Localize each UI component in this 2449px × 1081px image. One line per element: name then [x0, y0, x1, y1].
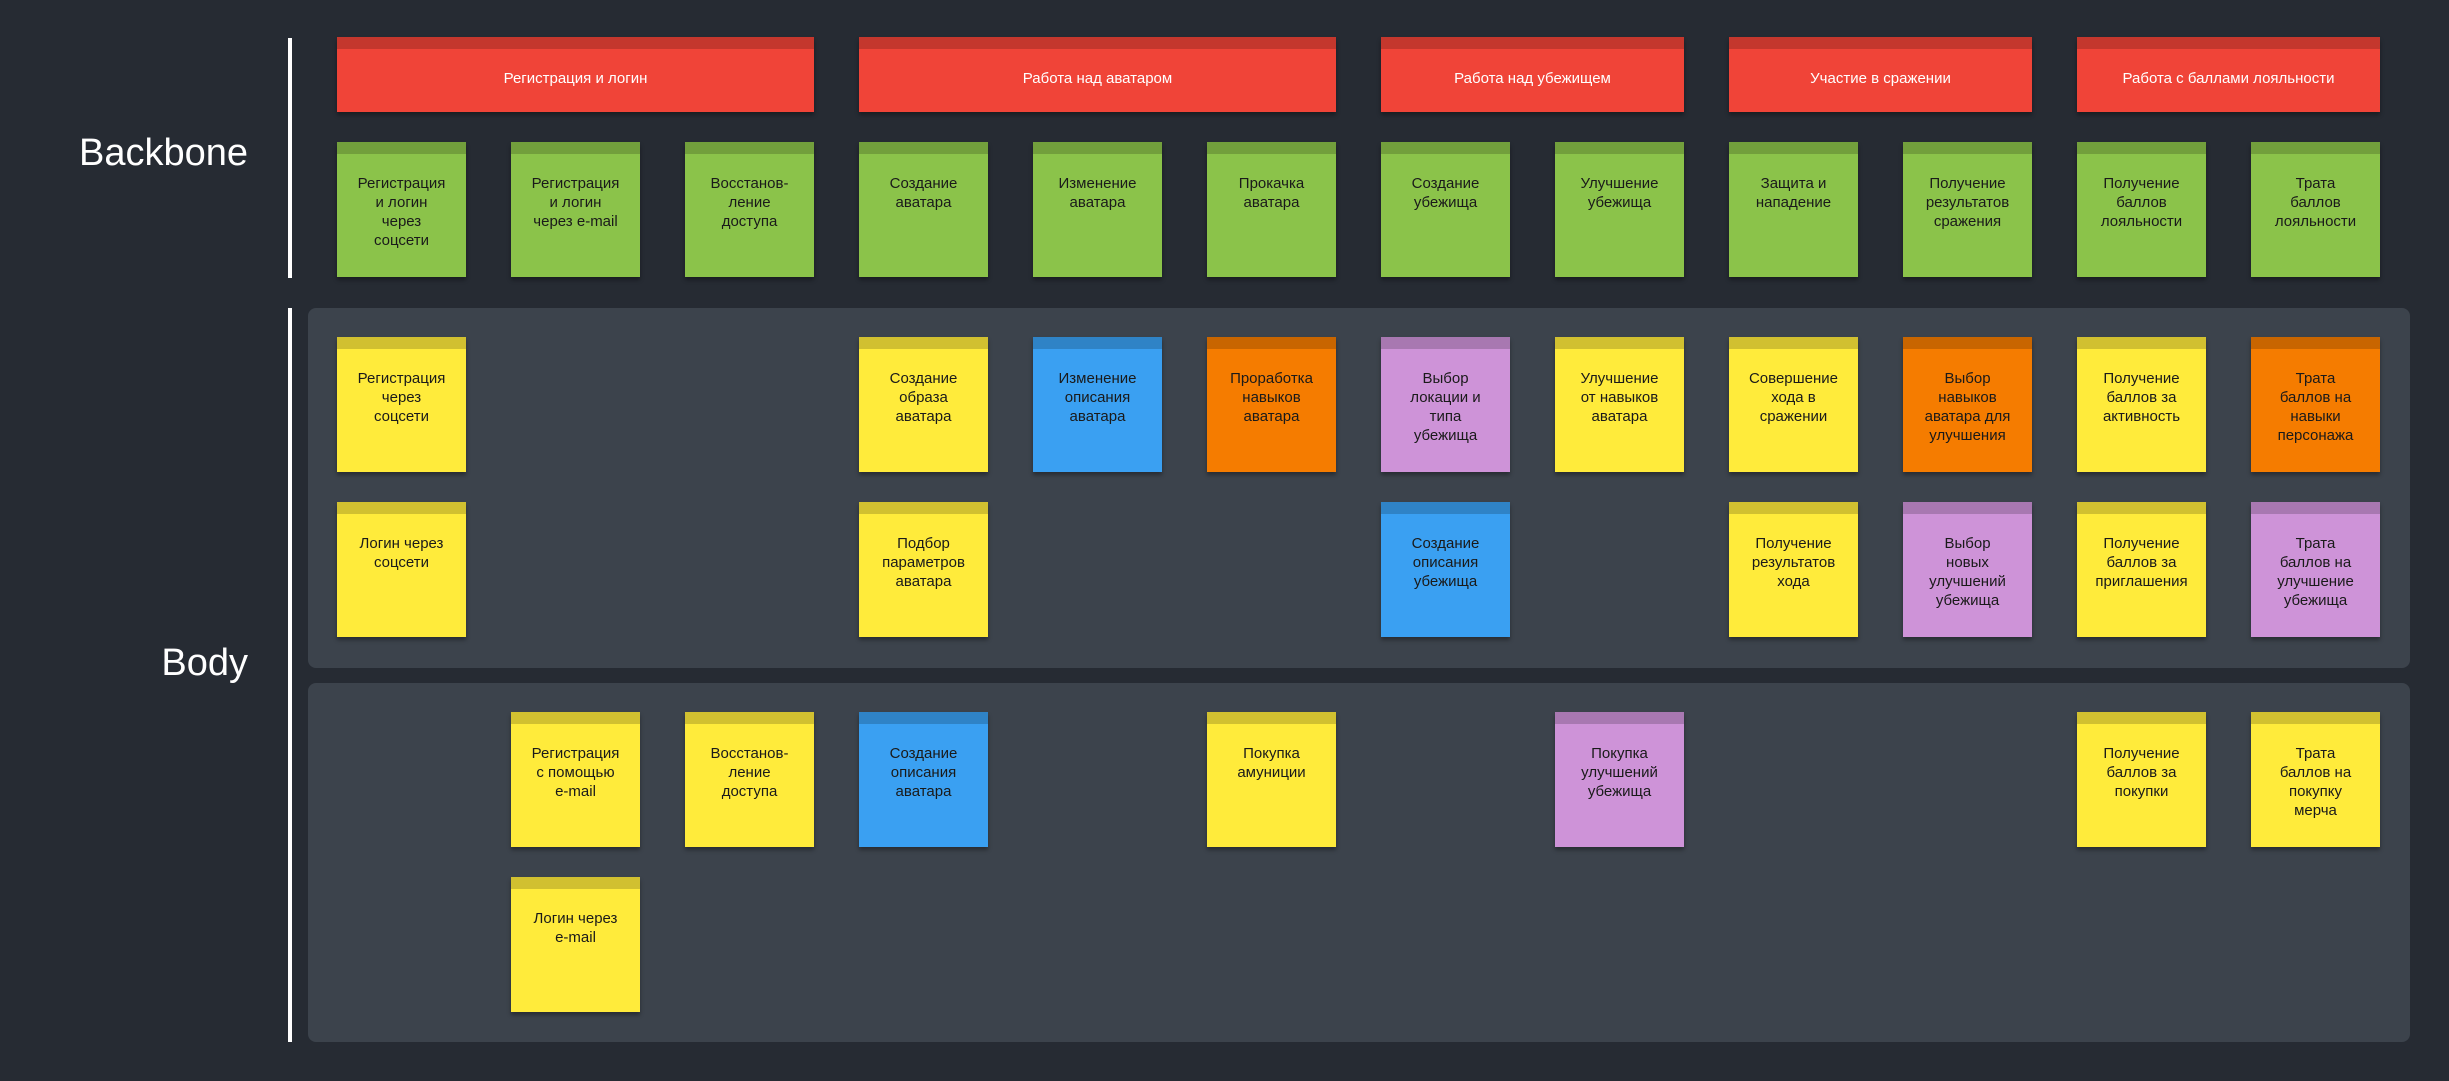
sticky-note: Выбор новых улучшений убежища [1903, 502, 2032, 637]
sticky-note: Создание образа аватара [859, 337, 988, 472]
sticky-note: Создание убежища [1381, 142, 1510, 277]
sticky-note: Подбор параметров аватара [859, 502, 988, 637]
sticky-note: Регистрация и логин через e-mail [511, 142, 640, 277]
sticky-note: Улучшение убежища [1555, 142, 1684, 277]
release-panel-2 [308, 683, 2410, 1042]
sticky-note: Совершение хода в сражении [1729, 337, 1858, 472]
sticky-note: Выбор навыков аватара для улучшения [1903, 337, 2032, 472]
sticky-note: Трата баллов на покупку мерча [2251, 712, 2380, 847]
sticky-note: Прокачка аватара [1207, 142, 1336, 277]
sticky-note: Трата баллов на улучшение убежища [2251, 502, 2380, 637]
sticky-note: Регистрация и логин через соцсети [337, 142, 466, 277]
sticky-note: Трата баллов на навыки персонажа [2251, 337, 2380, 472]
sticky-note: Получение баллов за активность [2077, 337, 2206, 472]
backbone-label: Backbone [78, 132, 248, 174]
sticky-note: Создание аватара [859, 142, 988, 277]
sticky-note: Логин через e-mail [511, 877, 640, 1012]
sticky-note: Восстанов- ление доступа [685, 712, 814, 847]
body-label: Body [161, 642, 248, 684]
sticky-note: Получение результатов сражения [1903, 142, 2032, 277]
sticky-note: Создание описания аватара [859, 712, 988, 847]
release-panel-1 [308, 308, 2410, 668]
sticky-note: Получение баллов за покупки [2077, 712, 2206, 847]
sticky-note: Логин через соцсети [337, 502, 466, 637]
sticky-note: Изменение аватара [1033, 142, 1162, 277]
epic-loyalty: Работа с баллами лояльности [2077, 37, 2380, 112]
sticky-note: Регистрация через соцсети [337, 337, 466, 472]
backbone-divider [288, 38, 292, 278]
sticky-note: Трата баллов лояльности [2251, 142, 2380, 277]
sticky-note: Покупка амуниции [1207, 712, 1336, 847]
epic-registration: Регистрация и логин [337, 37, 814, 112]
sticky-note: Получение баллов за приглашения [2077, 502, 2206, 637]
sticky-note: Восстанов- ление доступа [685, 142, 814, 277]
sticky-note: Изменение описания аватара [1033, 337, 1162, 472]
sticky-note: Получение баллов лояльности [2077, 142, 2206, 277]
body-divider [288, 308, 292, 1042]
sticky-note: Улучшение от навыков аватара [1555, 337, 1684, 472]
sticky-note: Регистрация с помощью e-mail [511, 712, 640, 847]
sticky-note: Покупка улучшений убежища [1555, 712, 1684, 847]
sticky-note: Создание описания убежища [1381, 502, 1510, 637]
epic-battle: Участие в сражении [1729, 37, 2032, 112]
sticky-note: Проработка навыков аватара [1207, 337, 1336, 472]
epic-avatar: Работа над аватаром [859, 37, 1336, 112]
sticky-note: Защита и нападение [1729, 142, 1858, 277]
epic-shelter: Работа над убежищем [1381, 37, 1684, 112]
sticky-note: Получение результатов хода [1729, 502, 1858, 637]
sticky-note: Выбор локации и типа убежища [1381, 337, 1510, 472]
